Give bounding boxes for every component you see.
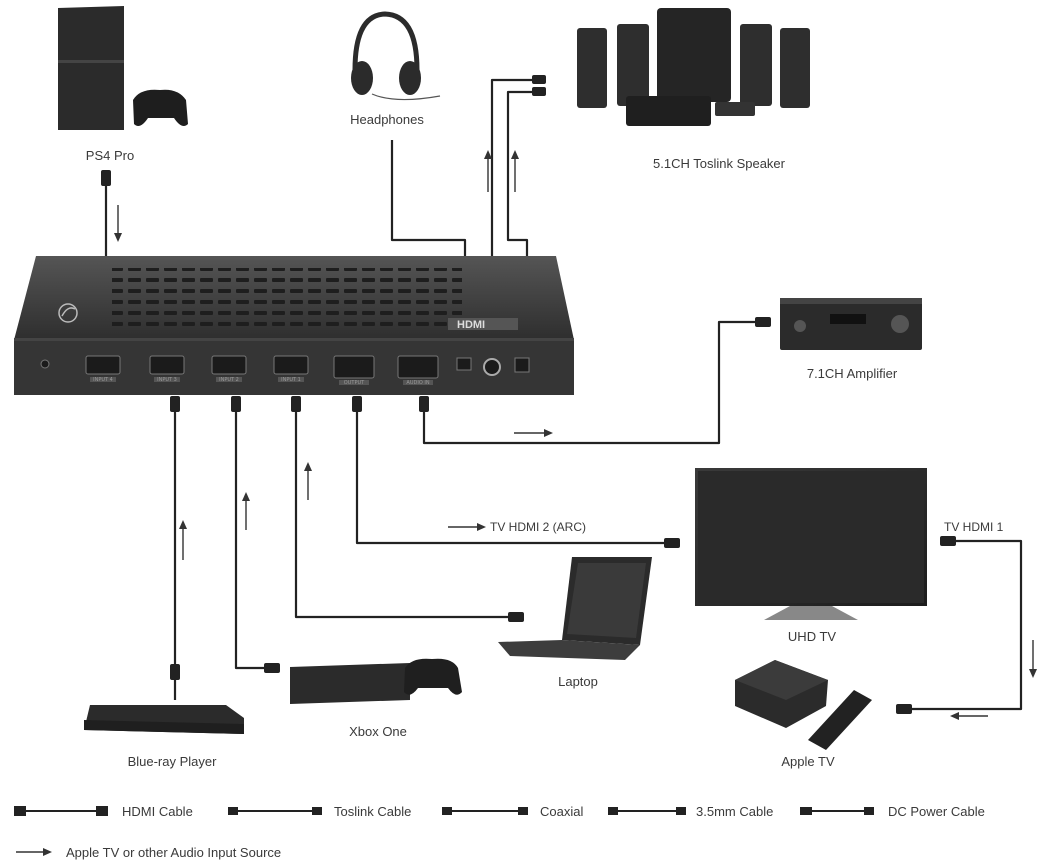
laptop-icon [498, 557, 652, 660]
legend-dc: DC Power Cable [800, 804, 985, 819]
hdmi-logo-icon [448, 318, 518, 330]
dc-power-port [40, 359, 50, 369]
port-label: INPUT 1 [281, 377, 301, 383]
legend-toslink-label: Toslink Cable [334, 804, 411, 819]
arrow-up-icon [304, 462, 312, 500]
hdmi-switch-box: HDMI INPUT 4 INPUT 3 INPUT 2 INPUT 1 OUT… [14, 256, 574, 395]
input1-port [273, 355, 309, 375]
legend-coaxial: Coaxial [442, 804, 583, 819]
xbox-label: Xbox One [349, 724, 407, 739]
uhd-tv-icon [695, 468, 927, 620]
legend-arrow-label: Apple TV or other Audio Input Source [66, 845, 281, 860]
arrow-right-icon [448, 523, 486, 531]
output-port [333, 355, 375, 379]
apple-tv-icon [735, 660, 872, 750]
legend-dc-label: DC Power Cable [888, 804, 985, 819]
legend-35mm: 3.5mm Cable [608, 804, 773, 819]
input4-port [85, 355, 121, 375]
audio-in-port [397, 355, 439, 379]
svg-text:HDMI: HDMI [457, 319, 485, 331]
port-label: INPUT 4 [93, 377, 113, 383]
laptop-label: Laptop [558, 674, 598, 689]
arrow-right-icon [16, 848, 52, 856]
arrow-up-icon [484, 150, 492, 192]
audio-jack-port [456, 357, 472, 371]
uhd-tv-label: UHD TV [788, 629, 836, 644]
cables [101, 75, 1023, 714]
headphones-icon [351, 11, 441, 101]
port-label: INPUT 2 [219, 377, 239, 383]
legend-hdmi-label: HDMI Cable [122, 804, 193, 819]
ps4-label: PS4 Pro [86, 148, 134, 163]
arrow-up-icon [179, 520, 187, 560]
speaker-label: 5.1CH Toslink Speaker [653, 156, 786, 171]
flow-arrows [114, 150, 1037, 720]
apple-tv-label: Apple TV [781, 754, 835, 769]
legend-35mm-label: 3.5mm Cable [696, 804, 773, 819]
amplifier-label: 7.1CH Amplifier [807, 366, 898, 381]
headphones-label: Headphones [350, 112, 424, 127]
legend-hdmi: HDMI Cable [14, 804, 193, 819]
tv-hdmi2-label: TV HDMI 2 (ARC) [490, 520, 586, 534]
bluray-label: Blue-ray Player [128, 754, 218, 769]
input3-port [149, 355, 185, 375]
arrow-up-icon [511, 150, 519, 192]
legend: HDMI Cable Toslink Cable Coaxial 3.5mm C… [14, 804, 985, 860]
amplifier-icon [780, 298, 922, 350]
arrow-left-icon [950, 712, 988, 720]
arrow-down-icon [114, 205, 122, 242]
xbox-one-icon [290, 658, 462, 704]
port-label: INPUT 3 [157, 377, 177, 383]
legend-coaxial-label: Coaxial [540, 804, 583, 819]
arrow-up-icon [242, 492, 250, 530]
arrow-down-icon [1029, 640, 1037, 678]
speaker-system-icon [577, 8, 810, 126]
ps4-pro-console [58, 6, 188, 130]
tv-hdmi1-label: TV HDMI 1 [944, 520, 1004, 534]
coaxial-port [483, 358, 501, 376]
legend-toslink: Toslink Cable [228, 804, 411, 819]
arrow-right-icon [514, 429, 553, 437]
brand-logo-icon [58, 303, 78, 323]
input2-port [211, 355, 247, 375]
port-label: OUTPUT [344, 380, 365, 386]
toslink-port [514, 357, 530, 373]
port-label: AUDIO IN [406, 380, 429, 386]
bluray-player-icon [84, 705, 244, 734]
